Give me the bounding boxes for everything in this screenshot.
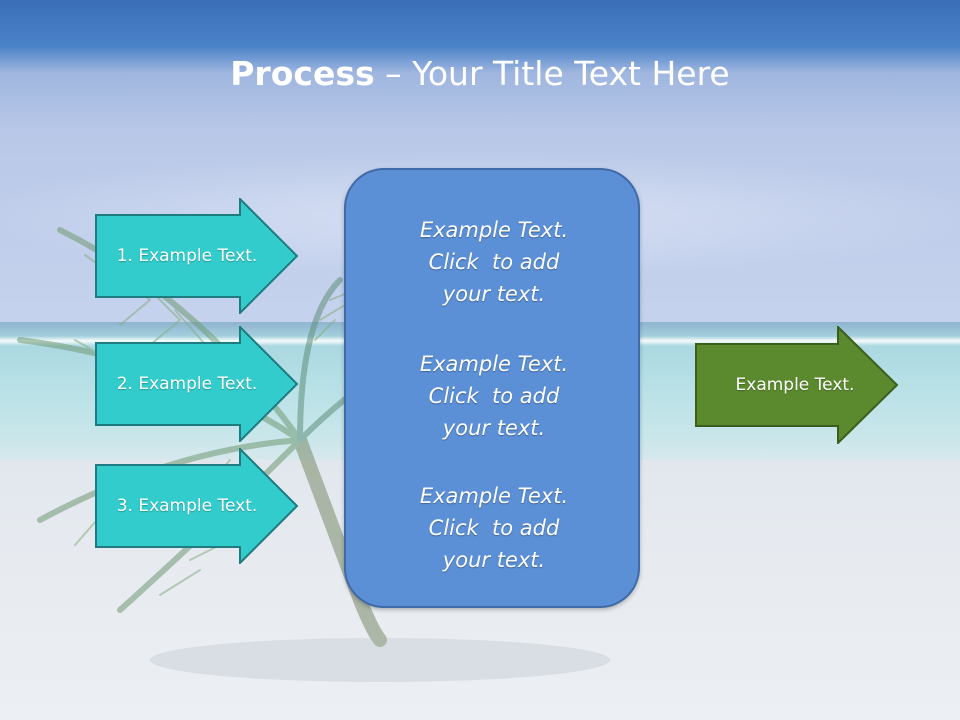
step-arrow-3-shape: [95, 448, 299, 564]
step-arrow-3-label: 3. Example Text.: [116, 496, 258, 516]
output-arrow-shape: [695, 326, 899, 444]
step-arrow-2-shape: [95, 326, 299, 442]
center-block-2-line1: Example Text.: [419, 352, 569, 376]
step-arrow-1-label: 1. Example Text.: [116, 246, 258, 266]
center-block-3-line1: Example Text.: [419, 484, 569, 508]
step-arrow-2[interactable]: 2. Example Text.: [95, 326, 300, 442]
slide-title: Process – Your Title Text Here: [0, 52, 960, 96]
center-block-2: Example Text. Click to add your text.: [346, 348, 642, 444]
title-rest: – Your Title Text Here: [374, 54, 730, 93]
center-block-1-line1: Example Text.: [419, 218, 569, 242]
center-block-3-line2: Click to add: [428, 516, 560, 540]
title-bold: Process: [230, 54, 375, 93]
center-block-2-line2: Click to add: [428, 384, 560, 408]
step-arrow-2-label: 2. Example Text.: [116, 374, 258, 394]
center-block-1-line2: Click to add: [428, 250, 560, 274]
center-block-1-line3: your text.: [442, 282, 546, 306]
step-arrow-1-shape: [95, 198, 299, 314]
output-arrow-label: Example Text.: [735, 375, 855, 395]
step-arrow-1[interactable]: 1. Example Text.: [95, 198, 300, 314]
center-block-3: Example Text. Click to add your text.: [346, 480, 642, 576]
center-text-box[interactable]: Example Text. Click to add your text. Ex…: [344, 168, 640, 608]
step-arrow-3[interactable]: 3. Example Text.: [95, 448, 300, 564]
center-block-1: Example Text. Click to add your text.: [346, 214, 642, 310]
center-block-3-line3: your text.: [442, 548, 546, 572]
output-arrow[interactable]: Example Text.: [695, 326, 900, 444]
center-block-2-line3: your text.: [442, 416, 546, 440]
